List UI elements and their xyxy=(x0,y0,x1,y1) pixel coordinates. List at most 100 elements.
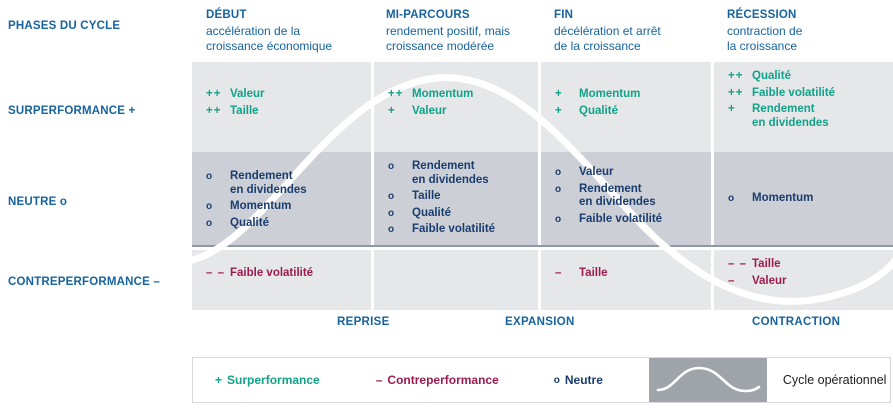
metric-label: Rendement en dividendes xyxy=(230,170,307,197)
row-label-surperformance: SURPERFORMANCE + xyxy=(8,105,136,117)
metric-item: + Qualité xyxy=(555,105,705,119)
row-gap-contreperformance xyxy=(192,247,893,250)
metric-label: Faible volatilité xyxy=(230,267,314,279)
metric-item: o Rendement en dividendes xyxy=(206,170,365,197)
items-surperformance-mi-parcours: ++ Momentum + Valeur xyxy=(374,88,538,121)
metric-sign: o xyxy=(388,224,396,235)
metric-label: Taille xyxy=(579,267,608,279)
metric-item: o Faible volatilité xyxy=(388,223,532,237)
legend-item-surperformance: + Surperformance xyxy=(193,358,320,402)
cycle-wave-swatch xyxy=(648,358,767,402)
legend-label: Contreperformance xyxy=(387,373,499,387)
legend-bar: + Surperformance – Contreperformance o N… xyxy=(192,357,891,403)
metric-item: + Momentum xyxy=(555,88,705,102)
items-surperformance-recession: ++ Qualité ++ Faible volatilité + Rendem… xyxy=(714,70,893,133)
metric-sign: o xyxy=(555,167,563,178)
column-subtitle-line1: rendement positif, mais xyxy=(386,23,511,38)
metric-item: – – Faible volatilité xyxy=(206,267,365,281)
metric-item: ++ Momentum xyxy=(388,88,532,102)
phase-caption-expansion: EXPANSION xyxy=(505,316,575,328)
metric-item: o Momentum xyxy=(728,192,887,206)
metric-sign: o xyxy=(728,193,736,204)
metric-item: ++ Qualité xyxy=(728,70,887,84)
plus-icon: + xyxy=(215,373,223,387)
metric-label-line1: Rendement xyxy=(412,160,475,172)
metric-label: Momentum xyxy=(412,88,474,100)
metric-sign: o xyxy=(388,161,396,172)
metric-label: Taille xyxy=(412,190,441,202)
legend-label: Surperformance xyxy=(227,373,320,387)
metric-item: o Valeur xyxy=(555,166,705,180)
items-neutre-mi-parcours: o Rendement en dividendes o Taille o Qua… xyxy=(374,160,538,240)
metric-item: + Rendement en dividendes xyxy=(728,103,887,130)
metric-item: – Taille xyxy=(555,267,705,281)
column-header-debut: DÉBUT accélération de la croissance écon… xyxy=(206,8,378,55)
row-label-contreperformance: CONTREPERFORMANCE – xyxy=(8,276,161,288)
metric-item: ++ Taille xyxy=(206,105,365,119)
metric-label-line1: Rendement xyxy=(230,170,293,182)
column-subtitle-line2: la croissance xyxy=(727,39,798,53)
metric-sign: – – xyxy=(206,267,225,279)
metric-label: Qualité xyxy=(579,104,618,117)
metric-sign: – xyxy=(728,274,736,287)
metric-sign: o xyxy=(555,213,563,225)
column-title: DÉBUT xyxy=(206,9,247,21)
metric-item: o Faible volatilité xyxy=(555,213,705,227)
metric-sign: + xyxy=(555,88,563,100)
column-subtitle-line1: décélération et arrêt xyxy=(554,23,661,38)
column-title: RÉCESSION xyxy=(727,9,797,21)
column-subtitle-line2: croissance modérée xyxy=(386,39,495,53)
legend-label: Cycle opérationnel xyxy=(782,373,887,387)
metric-item: o Taille xyxy=(388,190,532,204)
metric-label: Taille xyxy=(230,104,259,117)
items-contreperformance-fin: – Taille xyxy=(541,267,711,284)
metric-item: o Rendement en dividendes xyxy=(555,183,705,210)
items-neutre-debut: o Rendement en dividendes o Momentum o Q… xyxy=(192,170,371,233)
metric-sign: o xyxy=(206,201,214,212)
metric-label: Momentum xyxy=(752,192,814,204)
metric-label-line1: Rendement xyxy=(579,182,642,195)
metric-label-line2: en dividendes xyxy=(752,116,829,129)
legend-item-cycle: Cycle opérationnel xyxy=(767,358,887,402)
phase-caption-contraction: CONTRACTION xyxy=(752,316,841,328)
metric-item: o Qualité xyxy=(388,207,532,221)
wave-icon xyxy=(656,366,761,393)
metric-label: Faible volatilité xyxy=(579,212,663,225)
items-surperformance-debut: ++ Valeur ++ Taille xyxy=(192,88,371,121)
column-subtitle-line1: contraction de xyxy=(727,23,803,38)
metric-sign: + xyxy=(728,103,736,115)
metric-sign: o xyxy=(206,217,214,229)
metric-sign: + xyxy=(555,104,563,117)
column-header-mi-parcours: MI-PARCOURS rendement positif, mais croi… xyxy=(386,8,546,55)
column-header-fin: FIN décélération et arrêt de la croissan… xyxy=(554,8,714,55)
items-surperformance-fin: + Momentum + Qualité xyxy=(541,88,711,121)
items-contreperformance-recession: – – Taille – Valeur xyxy=(714,258,893,291)
metric-label: Qualité xyxy=(412,206,451,219)
metric-sign: o xyxy=(388,207,396,219)
metric-sign: – xyxy=(555,267,563,279)
metric-item: o Momentum xyxy=(206,200,365,214)
items-contreperformance-debut: – – Faible volatilité xyxy=(192,267,371,284)
metric-label: Valeur xyxy=(579,166,614,178)
items-neutre-fin: o Valeur o Rendement en dividendes o Fai… xyxy=(541,166,711,229)
column-title: FIN xyxy=(554,9,574,21)
metric-label: Momentum xyxy=(579,88,641,100)
metric-label: Rendement en dividendes xyxy=(412,160,489,187)
metric-label: Taille xyxy=(752,258,781,270)
metric-sign: o xyxy=(555,183,563,195)
column-subtitle-line2: de la croissance xyxy=(554,39,641,53)
metric-item: o Rendement en dividendes xyxy=(388,160,532,187)
column-subtitle-line2: croissance économique xyxy=(206,39,333,53)
row-label-neutre: NEUTRE o xyxy=(8,196,68,208)
metric-label: Rendement en dividendes xyxy=(752,103,829,130)
metric-label: Faible volatilité xyxy=(412,223,496,235)
metric-label: Qualité xyxy=(752,70,791,82)
metric-label-line2: en dividendes xyxy=(579,196,656,208)
metric-label: Valeur xyxy=(752,274,787,287)
metric-label: Valeur xyxy=(230,88,265,100)
items-neutre-recession: o Momentum xyxy=(714,192,893,209)
metric-sign: ++ xyxy=(206,104,222,117)
legend-label: Neutre xyxy=(564,373,603,387)
metric-label: Rendement en dividendes xyxy=(579,183,656,210)
